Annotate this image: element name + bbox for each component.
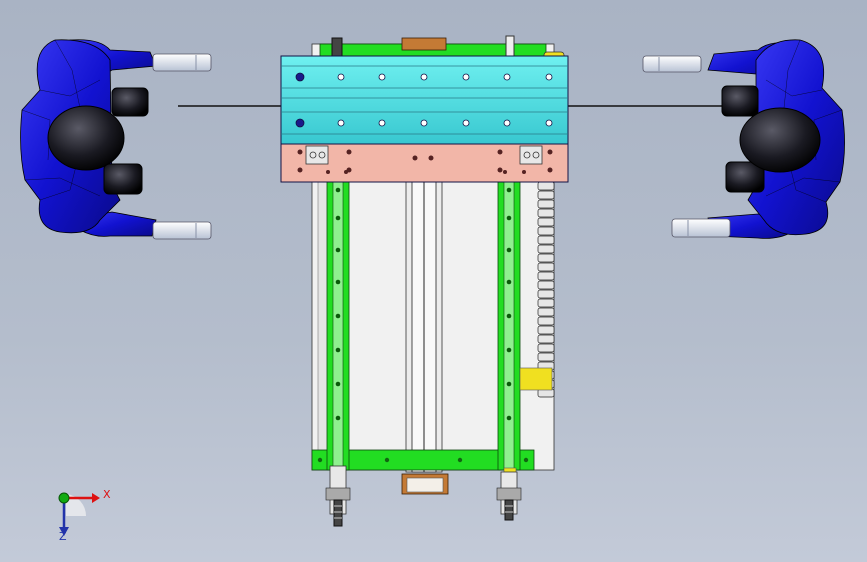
chain-link bbox=[537, 352, 555, 362]
chain-link bbox=[537, 289, 555, 299]
limit-sensor bbox=[519, 367, 553, 391]
cyan-carriage-plate[interactable] bbox=[280, 55, 569, 145]
right-robot-finger-bottom bbox=[671, 218, 731, 238]
right-clamp bbox=[519, 145, 543, 165]
chain-link bbox=[537, 334, 555, 344]
right-robot-wrist-joint bbox=[739, 107, 821, 173]
motor-bracket bbox=[401, 37, 447, 51]
top-left-screw bbox=[331, 37, 343, 59]
chain-link bbox=[537, 262, 555, 272]
xyz-triad-icon: X Z bbox=[40, 478, 120, 548]
chain-link bbox=[537, 307, 555, 317]
left-robot-pad-top bbox=[111, 87, 149, 117]
right-robot-pad-top bbox=[721, 85, 759, 117]
left-robot-finger-top bbox=[152, 53, 212, 72]
carriage-bolt-hole bbox=[378, 119, 386, 127]
left-end-foot bbox=[325, 465, 351, 527]
right-linear-rail bbox=[497, 181, 521, 471]
right-end-foot bbox=[496, 471, 522, 521]
right-robot-gripper[interactable] bbox=[642, 39, 845, 239]
chain-link bbox=[537, 325, 555, 335]
chain-link bbox=[537, 217, 555, 227]
carriage-bolt-hole bbox=[420, 119, 428, 127]
carriage-bolt-hole bbox=[503, 73, 511, 81]
bottom-base-plate bbox=[311, 449, 535, 471]
chain-link bbox=[537, 253, 555, 263]
chain-link bbox=[537, 226, 555, 236]
carriage-bolt-hole bbox=[337, 119, 345, 127]
chain-link bbox=[537, 208, 555, 218]
x-axis-label: X bbox=[103, 488, 111, 501]
z-axis-label: Z bbox=[59, 530, 67, 543]
right-robot-pad-bottom bbox=[725, 161, 765, 193]
chain-link bbox=[537, 343, 555, 353]
linear-axis-module[interactable] bbox=[280, 35, 569, 527]
chain-link bbox=[537, 190, 555, 200]
carriage-bolt-hole bbox=[295, 118, 305, 128]
top-right-pin bbox=[505, 35, 515, 59]
chain-link bbox=[537, 298, 555, 308]
right-robot-finger-top bbox=[642, 55, 702, 73]
pink-slider-plate[interactable] bbox=[280, 143, 569, 183]
left-robot-pad-bottom bbox=[103, 163, 143, 195]
chain-link bbox=[537, 235, 555, 245]
chain-link bbox=[537, 181, 555, 191]
triad-arrows bbox=[58, 492, 100, 536]
chain-link bbox=[537, 244, 555, 254]
chain-link bbox=[537, 316, 555, 326]
chain-link bbox=[537, 199, 555, 209]
left-robot-gripper[interactable] bbox=[20, 39, 212, 240]
carriage-bolt-hole bbox=[545, 73, 553, 81]
left-clamp bbox=[305, 145, 329, 165]
left-robot-finger-bottom bbox=[152, 221, 212, 240]
carriage-bolt-hole bbox=[378, 73, 386, 81]
carriage-bolt-hole bbox=[545, 119, 553, 127]
carriage-bolt-hole bbox=[462, 73, 470, 81]
carriage-bolt-hole bbox=[337, 73, 345, 81]
carriage-bolt-hole bbox=[503, 119, 511, 127]
ball-screw bbox=[405, 181, 443, 473]
chain-link bbox=[537, 271, 555, 281]
carriage-bolt-hole bbox=[420, 73, 428, 81]
carriage-bolt-hole bbox=[462, 119, 470, 127]
carriage-bolt-hole bbox=[295, 72, 305, 82]
chain-link bbox=[537, 280, 555, 290]
left-linear-rail bbox=[326, 181, 350, 471]
left-robot-wrist-joint bbox=[47, 105, 125, 171]
